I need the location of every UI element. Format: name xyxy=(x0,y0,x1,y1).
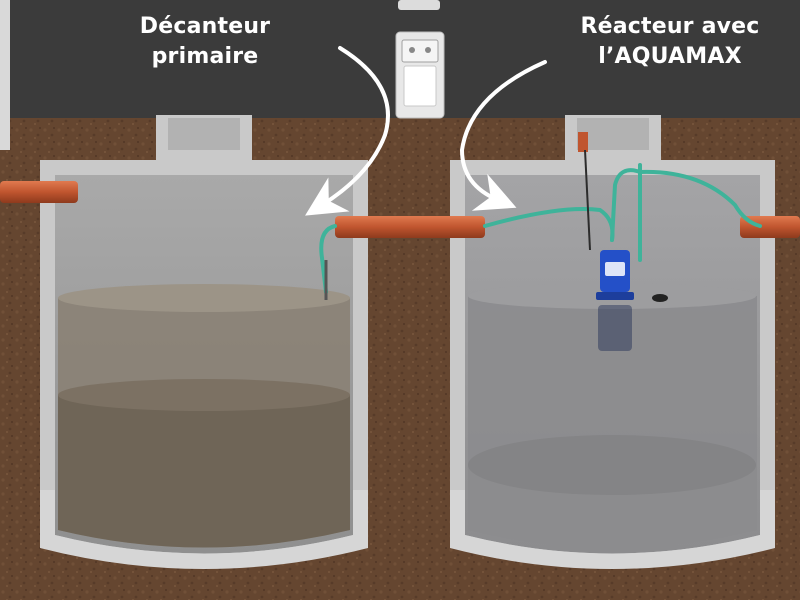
curved-arrow-icon xyxy=(459,60,547,211)
control-box-icon xyxy=(395,0,445,119)
curved-arrow-icon xyxy=(305,46,390,216)
reactor-tank xyxy=(450,115,775,569)
outlet-pipe xyxy=(740,216,800,238)
reactor-label-line1: Réacteur avec xyxy=(580,14,760,39)
primary-settler-tank xyxy=(40,115,368,569)
primary-settler-label-line1: Décanteur xyxy=(139,14,271,39)
aeration-hoses xyxy=(319,163,762,294)
aquamax-pump-icon xyxy=(596,250,668,351)
reactor-label: Réacteur avec l’AQUAMAX xyxy=(545,12,795,72)
primary-settler-label-line2: primaire xyxy=(151,44,259,69)
transfer-pipe xyxy=(335,216,485,238)
reactor-label-line2: l’AQUAMAX xyxy=(598,44,742,69)
inlet-pipe xyxy=(0,181,78,203)
primary-settler-label: Décanteur primaire xyxy=(90,12,320,72)
